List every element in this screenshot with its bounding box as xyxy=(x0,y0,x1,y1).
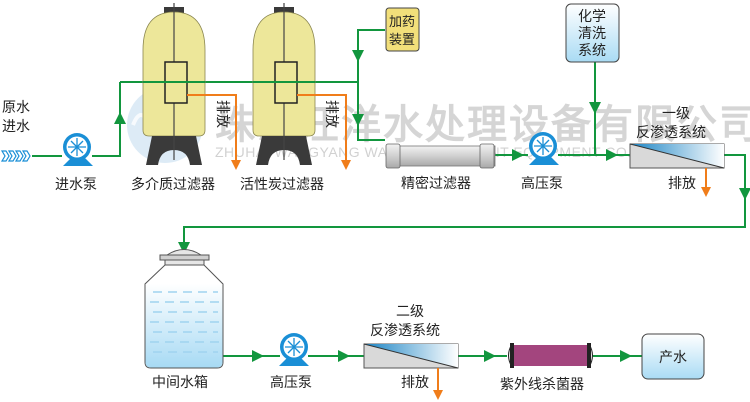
pump-base xyxy=(529,157,559,165)
inlet-label-2: 进水 xyxy=(2,119,30,135)
pf-end-left xyxy=(385,143,401,169)
ro2-label-2: 反渗透系统 xyxy=(370,323,440,339)
tank-neck xyxy=(164,259,205,266)
uv-sterilizer[interactable]: 紫外线杀菌器 xyxy=(500,343,593,393)
tank-lid xyxy=(159,254,210,261)
pipe-dosing-down xyxy=(357,29,385,141)
cip-label-2: 清洗 xyxy=(578,26,606,42)
uv-flange-right xyxy=(587,343,591,368)
intermediate-tank-label: 中间水箱 xyxy=(152,375,208,391)
acf-drain-line xyxy=(297,94,347,165)
carbon-filter[interactable]: 排放 活性炭过滤器 xyxy=(240,3,351,193)
mmf-label: 多介质过滤器 xyxy=(131,176,215,193)
multimedia-filter[interactable]: 排放 多介质过滤器 xyxy=(131,3,241,193)
ro2-drain-label: 排放 xyxy=(401,375,429,391)
cip-label-1: 化学 xyxy=(578,9,606,25)
dosing-label-2: 装置 xyxy=(389,33,415,48)
pump-impeller-icon xyxy=(68,138,86,156)
ro1-divider xyxy=(629,143,725,169)
pipes xyxy=(32,29,750,362)
ro1-drain-label: 排放 xyxy=(668,176,696,192)
inlet-label-1: 原水 xyxy=(2,100,30,116)
product-box xyxy=(641,333,705,380)
hp-pump-2-label: 高压泵 xyxy=(270,374,312,391)
pipe-pump-riser xyxy=(92,82,121,157)
drain-arrow-icon xyxy=(341,160,351,170)
ro2-divider xyxy=(363,343,459,369)
pipe-ro1-tank xyxy=(183,154,746,250)
dosing-label-1: 加药 xyxy=(389,15,415,30)
cip-box xyxy=(565,3,620,63)
feed-pump[interactable]: 进水泵 xyxy=(55,133,97,193)
uv-label: 紫外线杀菌器 xyxy=(500,377,584,393)
uv-body xyxy=(512,345,589,366)
drain-arrow-icon xyxy=(433,390,443,400)
acf-drain-label: 排放 xyxy=(323,100,339,128)
tank-stand xyxy=(146,136,202,165)
inlet: 原水 进水 xyxy=(0,100,31,162)
hp-pump-1[interactable]: 高压泵 xyxy=(521,132,563,192)
feed-pump-label: 进水泵 xyxy=(55,177,97,193)
pump-base xyxy=(63,158,93,166)
tank-water xyxy=(145,284,223,368)
dosing-box xyxy=(385,7,420,52)
water-level-lines xyxy=(150,291,220,353)
drain-arrow-icon xyxy=(701,187,711,197)
acf-label: 活性炭过滤器 xyxy=(240,177,324,193)
ro-stage-2[interactable]: 二级 反渗透系统 排放 xyxy=(363,304,459,400)
product-label: 产水 xyxy=(659,350,687,366)
cip-label-3: 系统 xyxy=(578,43,606,59)
hp-pump-2[interactable]: 高压泵 xyxy=(270,333,312,391)
hp-pump-1-label: 高压泵 xyxy=(521,175,563,192)
pf-end-right xyxy=(479,143,495,169)
dosing-device[interactable]: 加药 装置 xyxy=(385,7,420,52)
pump-base xyxy=(279,358,309,366)
precision-filter[interactable]: 精密过滤器 xyxy=(385,143,496,192)
pump-impeller-icon xyxy=(534,137,552,155)
tank-lid-dome xyxy=(165,249,203,256)
precision-filter-label: 精密过滤器 xyxy=(401,175,471,192)
mmf-drain-label: 排放 xyxy=(214,100,230,128)
ro1-label-1: 一级 xyxy=(662,106,690,122)
intermediate-tank[interactable]: 中间水箱 xyxy=(144,249,224,392)
pump-impeller-icon xyxy=(285,338,303,356)
ro1-label-2: 反渗透系统 xyxy=(636,125,706,141)
cip-system[interactable]: 化学 清洗 系统 xyxy=(565,3,620,63)
tank-stand xyxy=(256,136,312,165)
product-water[interactable]: 产水 xyxy=(641,333,705,380)
ro2-label-1: 二级 xyxy=(396,304,424,320)
mmf-drain-line xyxy=(187,94,237,165)
uv-flange-left xyxy=(510,343,514,368)
inlet-chevrons-icon xyxy=(0,150,31,162)
pf-body xyxy=(386,145,496,167)
drain-arrow-icon xyxy=(231,160,241,170)
ro-stage-1[interactable]: 一级 反渗透系统 排放 xyxy=(629,106,725,197)
